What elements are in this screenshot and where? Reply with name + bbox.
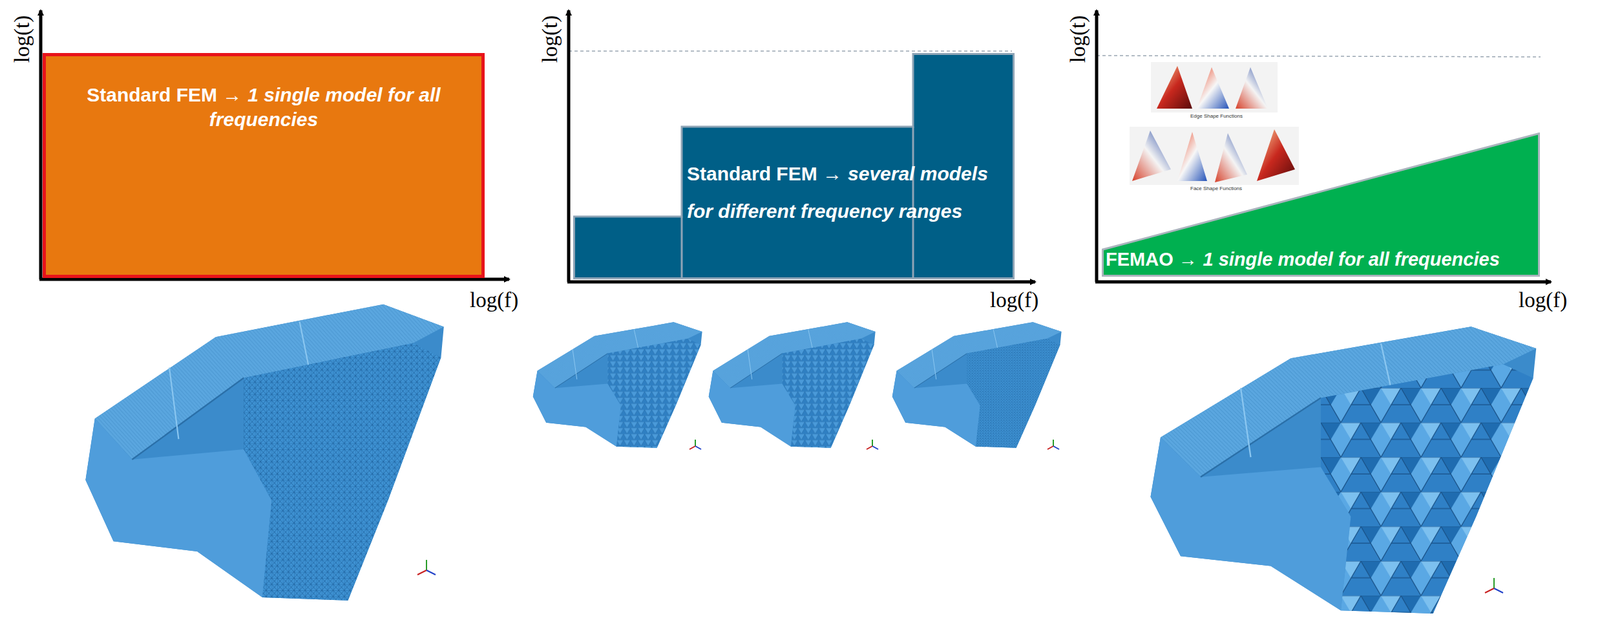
axis-label: log(t): [538, 14, 563, 63]
model-region: Standard FEM →1 single model for all fre…: [42, 52, 485, 278]
method-description: 1 single model for all frequencies: [1202, 248, 1500, 270]
image-caption: Edge Shape Functions: [1190, 113, 1243, 119]
axis-label: log(f): [989, 288, 1039, 313]
node-text: Standard FEM →1 single model for all fre…: [55, 82, 472, 132]
node-text: Standard FEM →several models for differe…: [686, 155, 1014, 231]
axis-label: log(f): [469, 288, 519, 313]
axis-label: log(f): [1518, 288, 1568, 313]
method-name: Standard FEM →: [86, 84, 242, 106]
method-name: Standard FEM →: [686, 162, 843, 185]
image-caption: Face Shape Functions: [1190, 185, 1243, 192]
model-wedge: FEMAO →1 single model for all frequencie…: [1101, 132, 1540, 277]
axis-label: log(t): [1066, 14, 1091, 63]
model-steps: Standard FEM →several models for differe…: [573, 52, 1015, 280]
axis-label: log(t): [10, 14, 35, 63]
node-text: FEMAO →1 single model for all frequencie…: [1105, 247, 1537, 271]
method-description: 1 single model for all frequencies: [209, 84, 441, 130]
method-name: FEMAO →: [1105, 248, 1198, 270]
